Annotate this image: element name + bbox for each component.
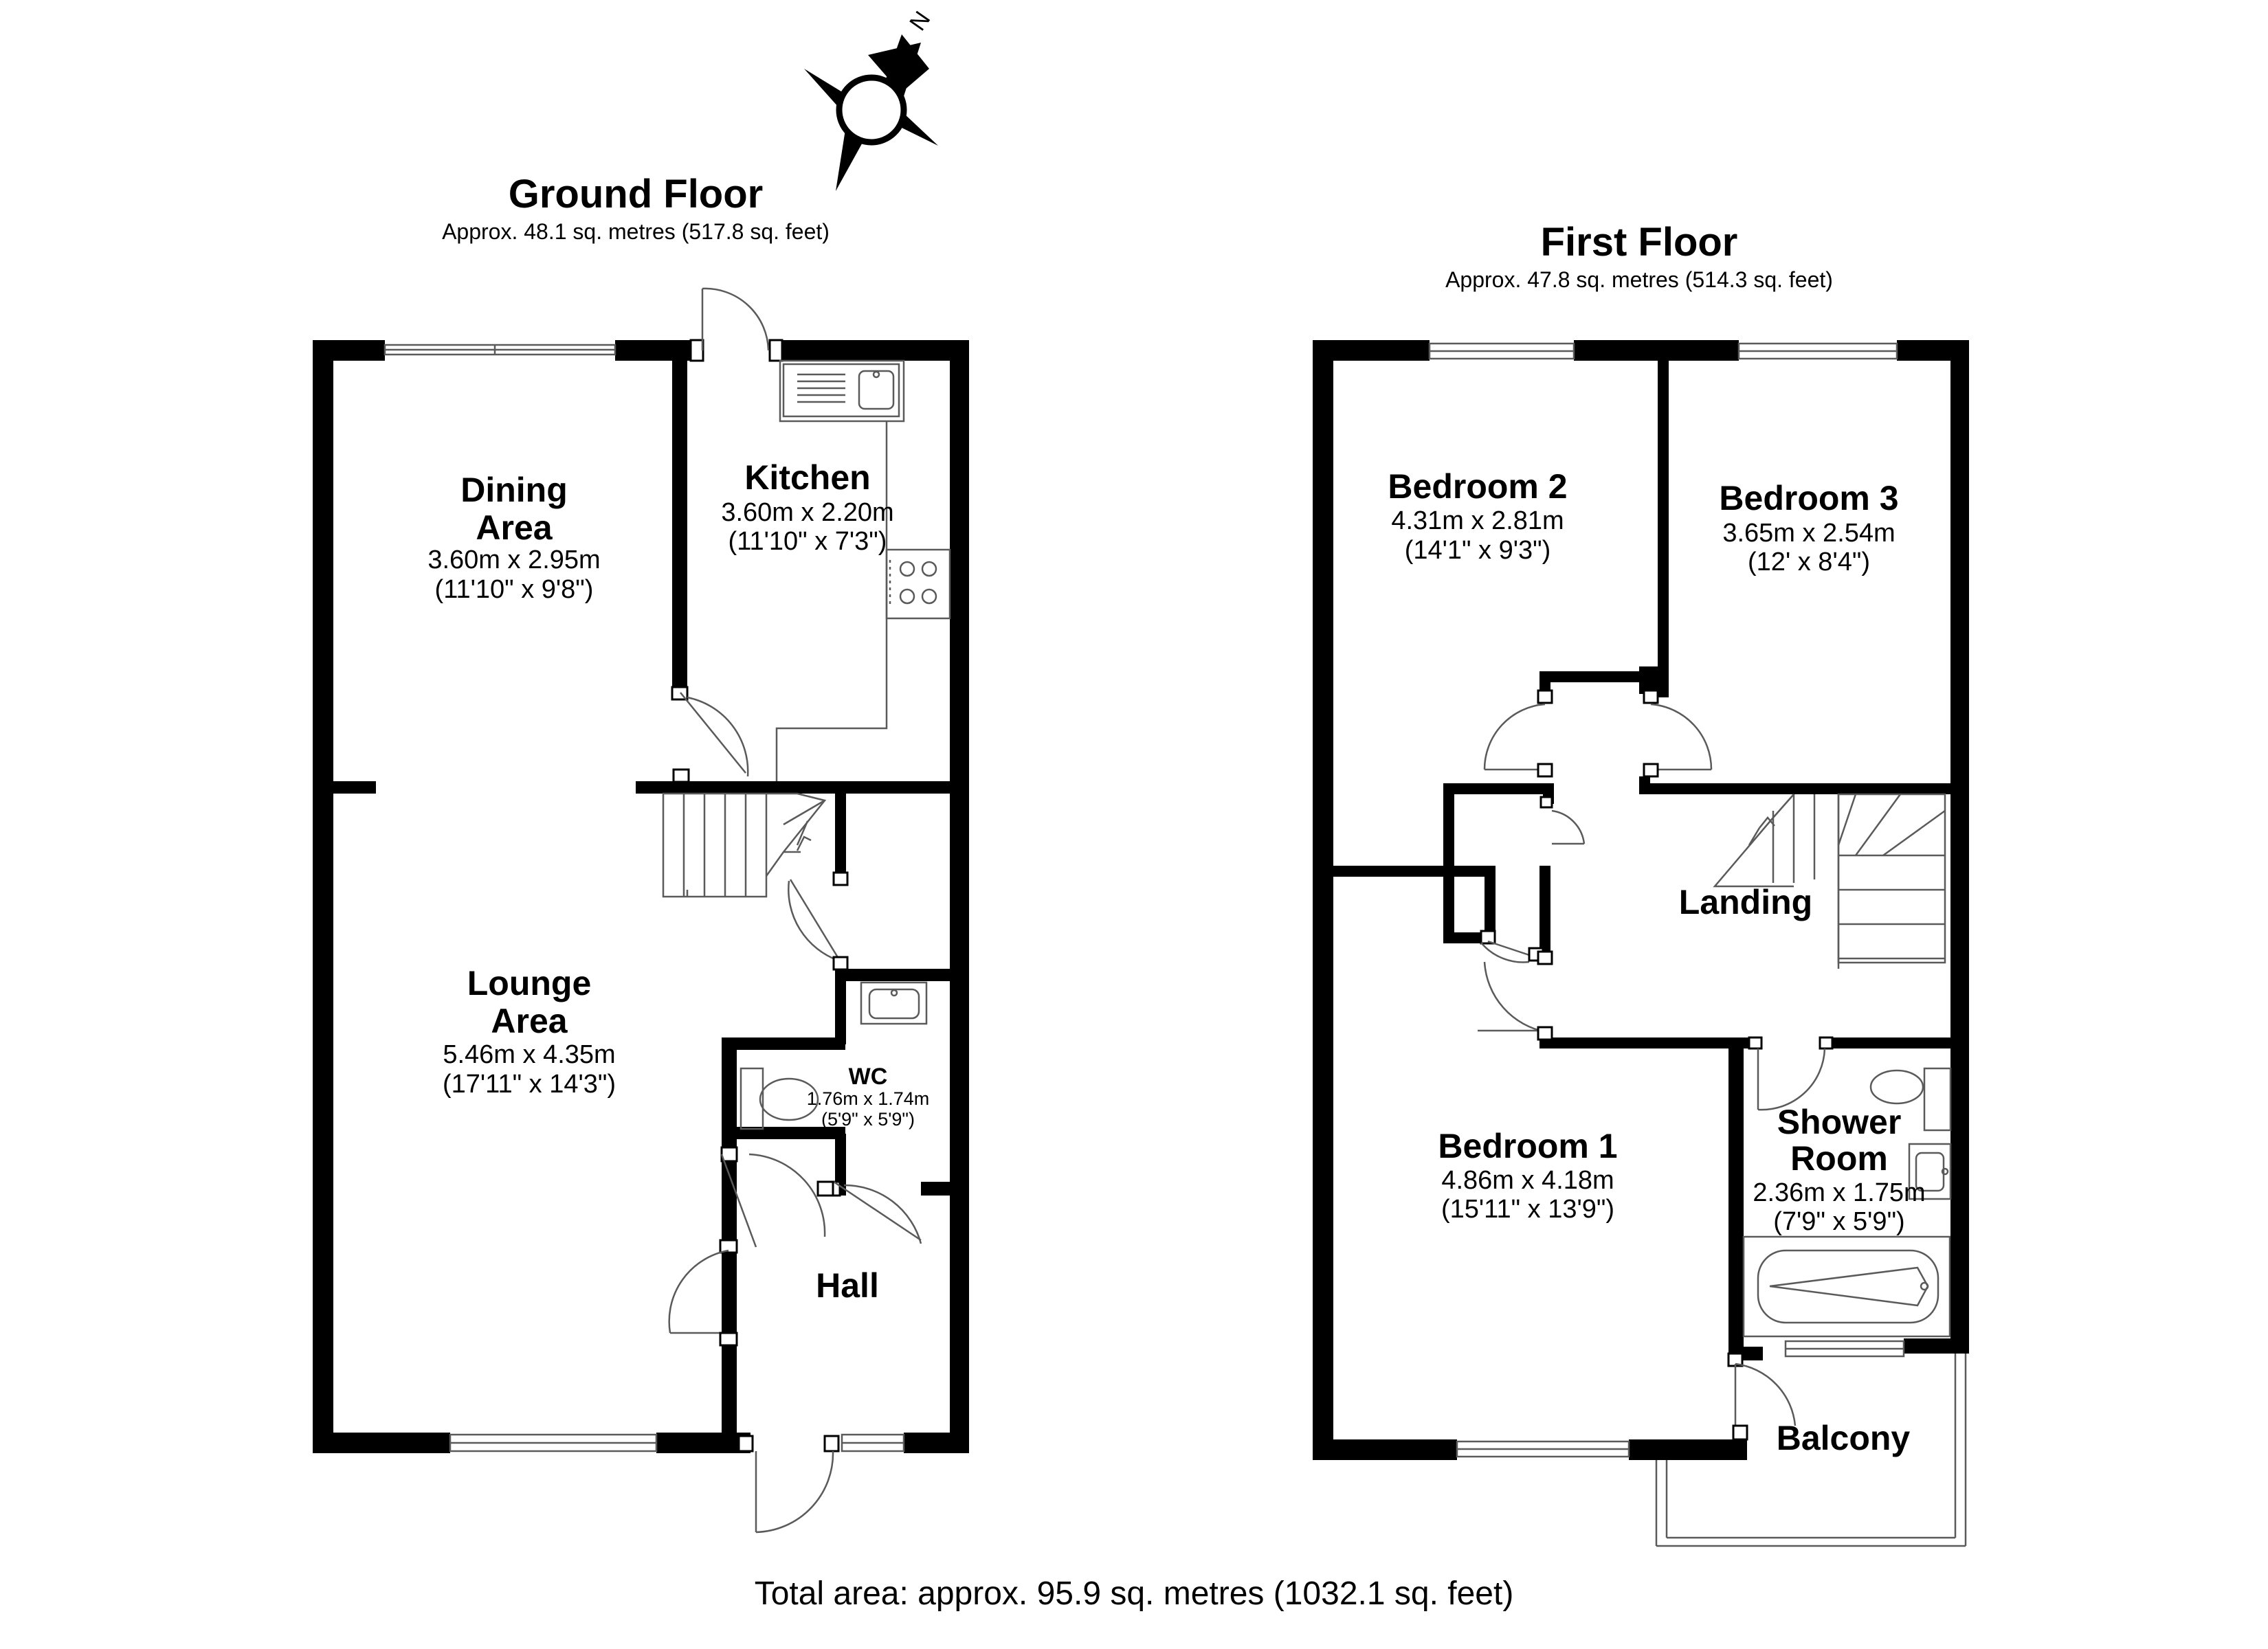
balcony-area <box>1655 1354 1967 1547</box>
wc-dim-m: 1.76m x 1.74m <box>807 1088 930 1109</box>
bedroom-1-dim-ft: (15'11" x 13'9") <box>1441 1195 1614 1224</box>
basin-icon-first <box>1908 1143 1952 1200</box>
lounge-area-dim-ft: (17'11" x 14'3") <box>443 1070 616 1099</box>
kitchen-name: Kitchen <box>744 458 870 497</box>
toilet-icon-first <box>1869 1067 1952 1132</box>
staircase-landing <box>1713 793 1946 969</box>
bedroom-2-dim-ft: (14'1" x 9'3") <box>1405 536 1551 565</box>
sink-icon <box>797 370 895 410</box>
dining-area-dim-m: 3.60m x 2.95m <box>427 546 600 574</box>
hob-icon <box>885 548 951 620</box>
bedroom-2-dim-m: 4.31m x 2.81m <box>1391 506 1564 535</box>
landing-name: Landing <box>1679 883 1812 921</box>
shower-room-dim-ft: (7'9" x 5'9") <box>1773 1207 1904 1236</box>
lounge-area-name-2: Area <box>491 1002 568 1040</box>
ground-floor-plan: Dining Area 3.60m x 2.95m (11'10" x 9'8"… <box>313 287 969 1534</box>
bedroom-1-dim-m: 4.86m x 4.18m <box>1441 1166 1614 1195</box>
dining-area-name-1: Dining <box>460 471 568 509</box>
bedroom-3-name: Bedroom 3 <box>1719 479 1898 517</box>
dining-area-name-2: Area <box>476 508 553 547</box>
bath-icon <box>1742 1235 1951 1338</box>
bedroom-3-dim-ft: (12' x 8'4") <box>1748 548 1870 576</box>
bedroom-1-name: Bedroom 1 <box>1438 1127 1617 1165</box>
shower-room-name-1: Shower <box>1777 1103 1902 1141</box>
first-floor-area: Approx. 47.8 sq. metres (514.3 sq. feet) <box>1445 267 1833 292</box>
total-area: Total area: approx. 95.9 sq. metres (103… <box>755 1575 1514 1612</box>
shower-room-name-2: Room <box>1790 1139 1888 1178</box>
bedroom-2-name: Bedroom 2 <box>1388 467 1567 506</box>
wc-dim-ft: (5'9" x 5'9") <box>821 1109 915 1130</box>
lounge-area-name-1: Lounge <box>467 964 592 1002</box>
wc-basin-icon <box>860 981 928 1025</box>
shower-room-dim-m: 2.36m x 1.75m <box>1753 1178 1925 1207</box>
kitchen-dim-m: 3.60m x 2.20m <box>721 498 893 527</box>
wc-name: WC <box>849 1064 888 1090</box>
balcony-name: Balcony <box>1777 1419 1911 1457</box>
ground-floor-area: Approx. 48.1 sq. metres (517.8 sq. feet) <box>442 219 830 244</box>
staircase <box>662 792 827 898</box>
compass-icon: N <box>804 7 938 191</box>
first-floor-title: First Floor <box>1541 220 1738 265</box>
toilet-icon <box>740 1067 819 1130</box>
lounge-area-dim-m: 5.46m x 4.35m <box>443 1040 615 1069</box>
first-floor-plan: Bedroom 2 4.31m x 2.81m (14'1" x 9'3") B… <box>1313 340 1969 1547</box>
hall-name: Hall <box>816 1266 879 1305</box>
kitchen-dim-ft: (11'10" x 7'3") <box>729 527 887 556</box>
bedroom-3-dim-m: 3.65m x 2.54m <box>1722 519 1895 548</box>
north-label: N <box>904 7 935 36</box>
dining-area-dim-ft: (11'10" x 9'8") <box>435 575 594 604</box>
ground-floor-title: Ground Floor <box>509 172 764 216</box>
